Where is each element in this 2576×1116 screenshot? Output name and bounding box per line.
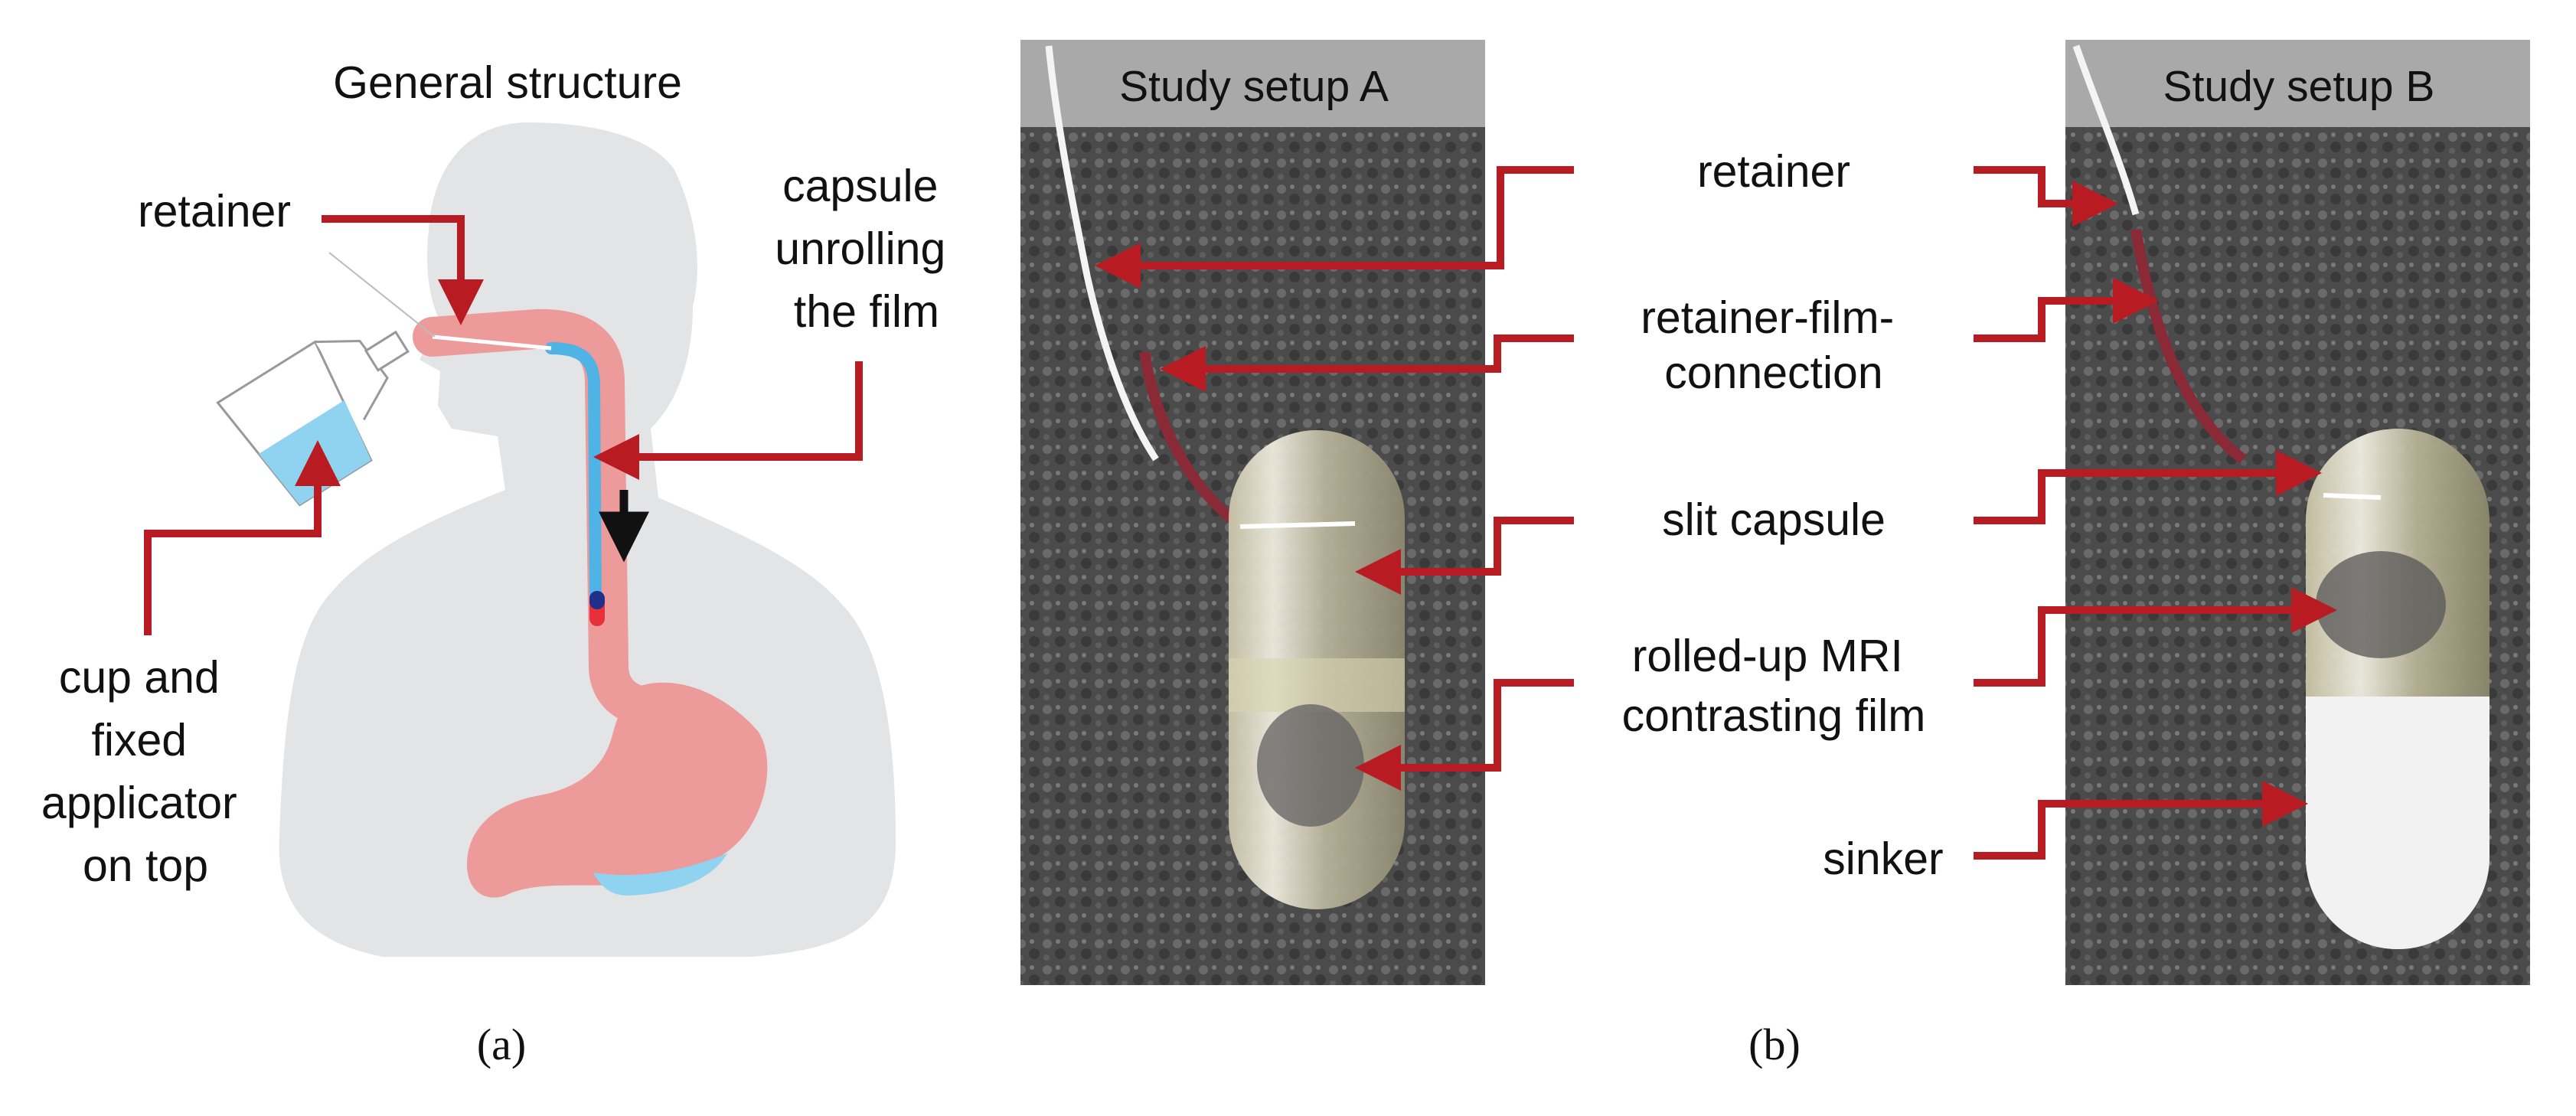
arrow-a-slit [1355, 517, 1574, 595]
retainer-line-in-mouth [432, 334, 552, 351]
retainer-label-b: retainer [1697, 146, 1850, 197]
retainer-line [328, 252, 436, 338]
retainer-thread-a [1045, 45, 1159, 462]
connection-label: retainer-film- connection [1641, 292, 1907, 398]
photo-b-header [2065, 40, 2530, 127]
panel-a-title: General structure [333, 57, 682, 108]
photo-setup-b: Study setup B [2065, 40, 2530, 985]
cup-arrow [144, 440, 341, 635]
unrolled-film [545, 342, 602, 603]
capsule-arrow [593, 361, 863, 480]
capsule-a-band [1229, 658, 1405, 712]
photo-b-title: Study setup B [2163, 62, 2435, 111]
film-label: rolled-up MRI contrasting film [1622, 631, 1926, 741]
arrow-b-retainer [1974, 166, 2118, 227]
caption-a: (a) [477, 1020, 526, 1069]
slit-a [1239, 521, 1356, 529]
slit-b [2323, 493, 2382, 500]
retainer-label-a: retainer [138, 186, 291, 237]
photo-a-header [1020, 40, 1485, 127]
photo-a-title: Study setup A [1119, 62, 1389, 111]
panel-b: Study setup A Study setup B retainer ret… [1020, 40, 2530, 1069]
arrow-b-sinker [1974, 781, 2308, 860]
arrow-a-connection [1160, 334, 1574, 392]
rolled-film-a [1257, 704, 1364, 827]
stomach-fluid [593, 853, 727, 896]
capsule-marker-top [589, 591, 605, 609]
arrow-a-film [1355, 679, 1574, 791]
capsule-label: capsule unrolling the film [775, 161, 958, 337]
arrow-a-retainer [1095, 166, 1574, 289]
stomach [467, 682, 768, 898]
arrow-b-connection [1974, 278, 2159, 342]
arrow-b-slit [1974, 450, 2322, 524]
cup-and-applicator [216, 330, 410, 507]
film-strip-b [2130, 228, 2247, 464]
panel-a: General structure retainer capsule unrol… [41, 57, 958, 1069]
sinker-b [2306, 697, 2489, 949]
film-strip-a [1139, 351, 1238, 525]
rolled-film-b [2316, 551, 2446, 658]
caption-b: (b) [1748, 1020, 1801, 1069]
sinker-label: sinker [1823, 834, 1943, 884]
slit-capsule-label: slit capsule [1662, 494, 1885, 545]
applicator-nozzle [364, 330, 410, 372]
photo-setup-a: Study setup A [1020, 40, 1485, 985]
arrow-b-film [1974, 587, 2337, 687]
retainer-thread-b [2072, 44, 2140, 216]
cup-label: cup and fixed applicator on top [41, 652, 250, 891]
retainer-arrow-a [322, 215, 484, 325]
